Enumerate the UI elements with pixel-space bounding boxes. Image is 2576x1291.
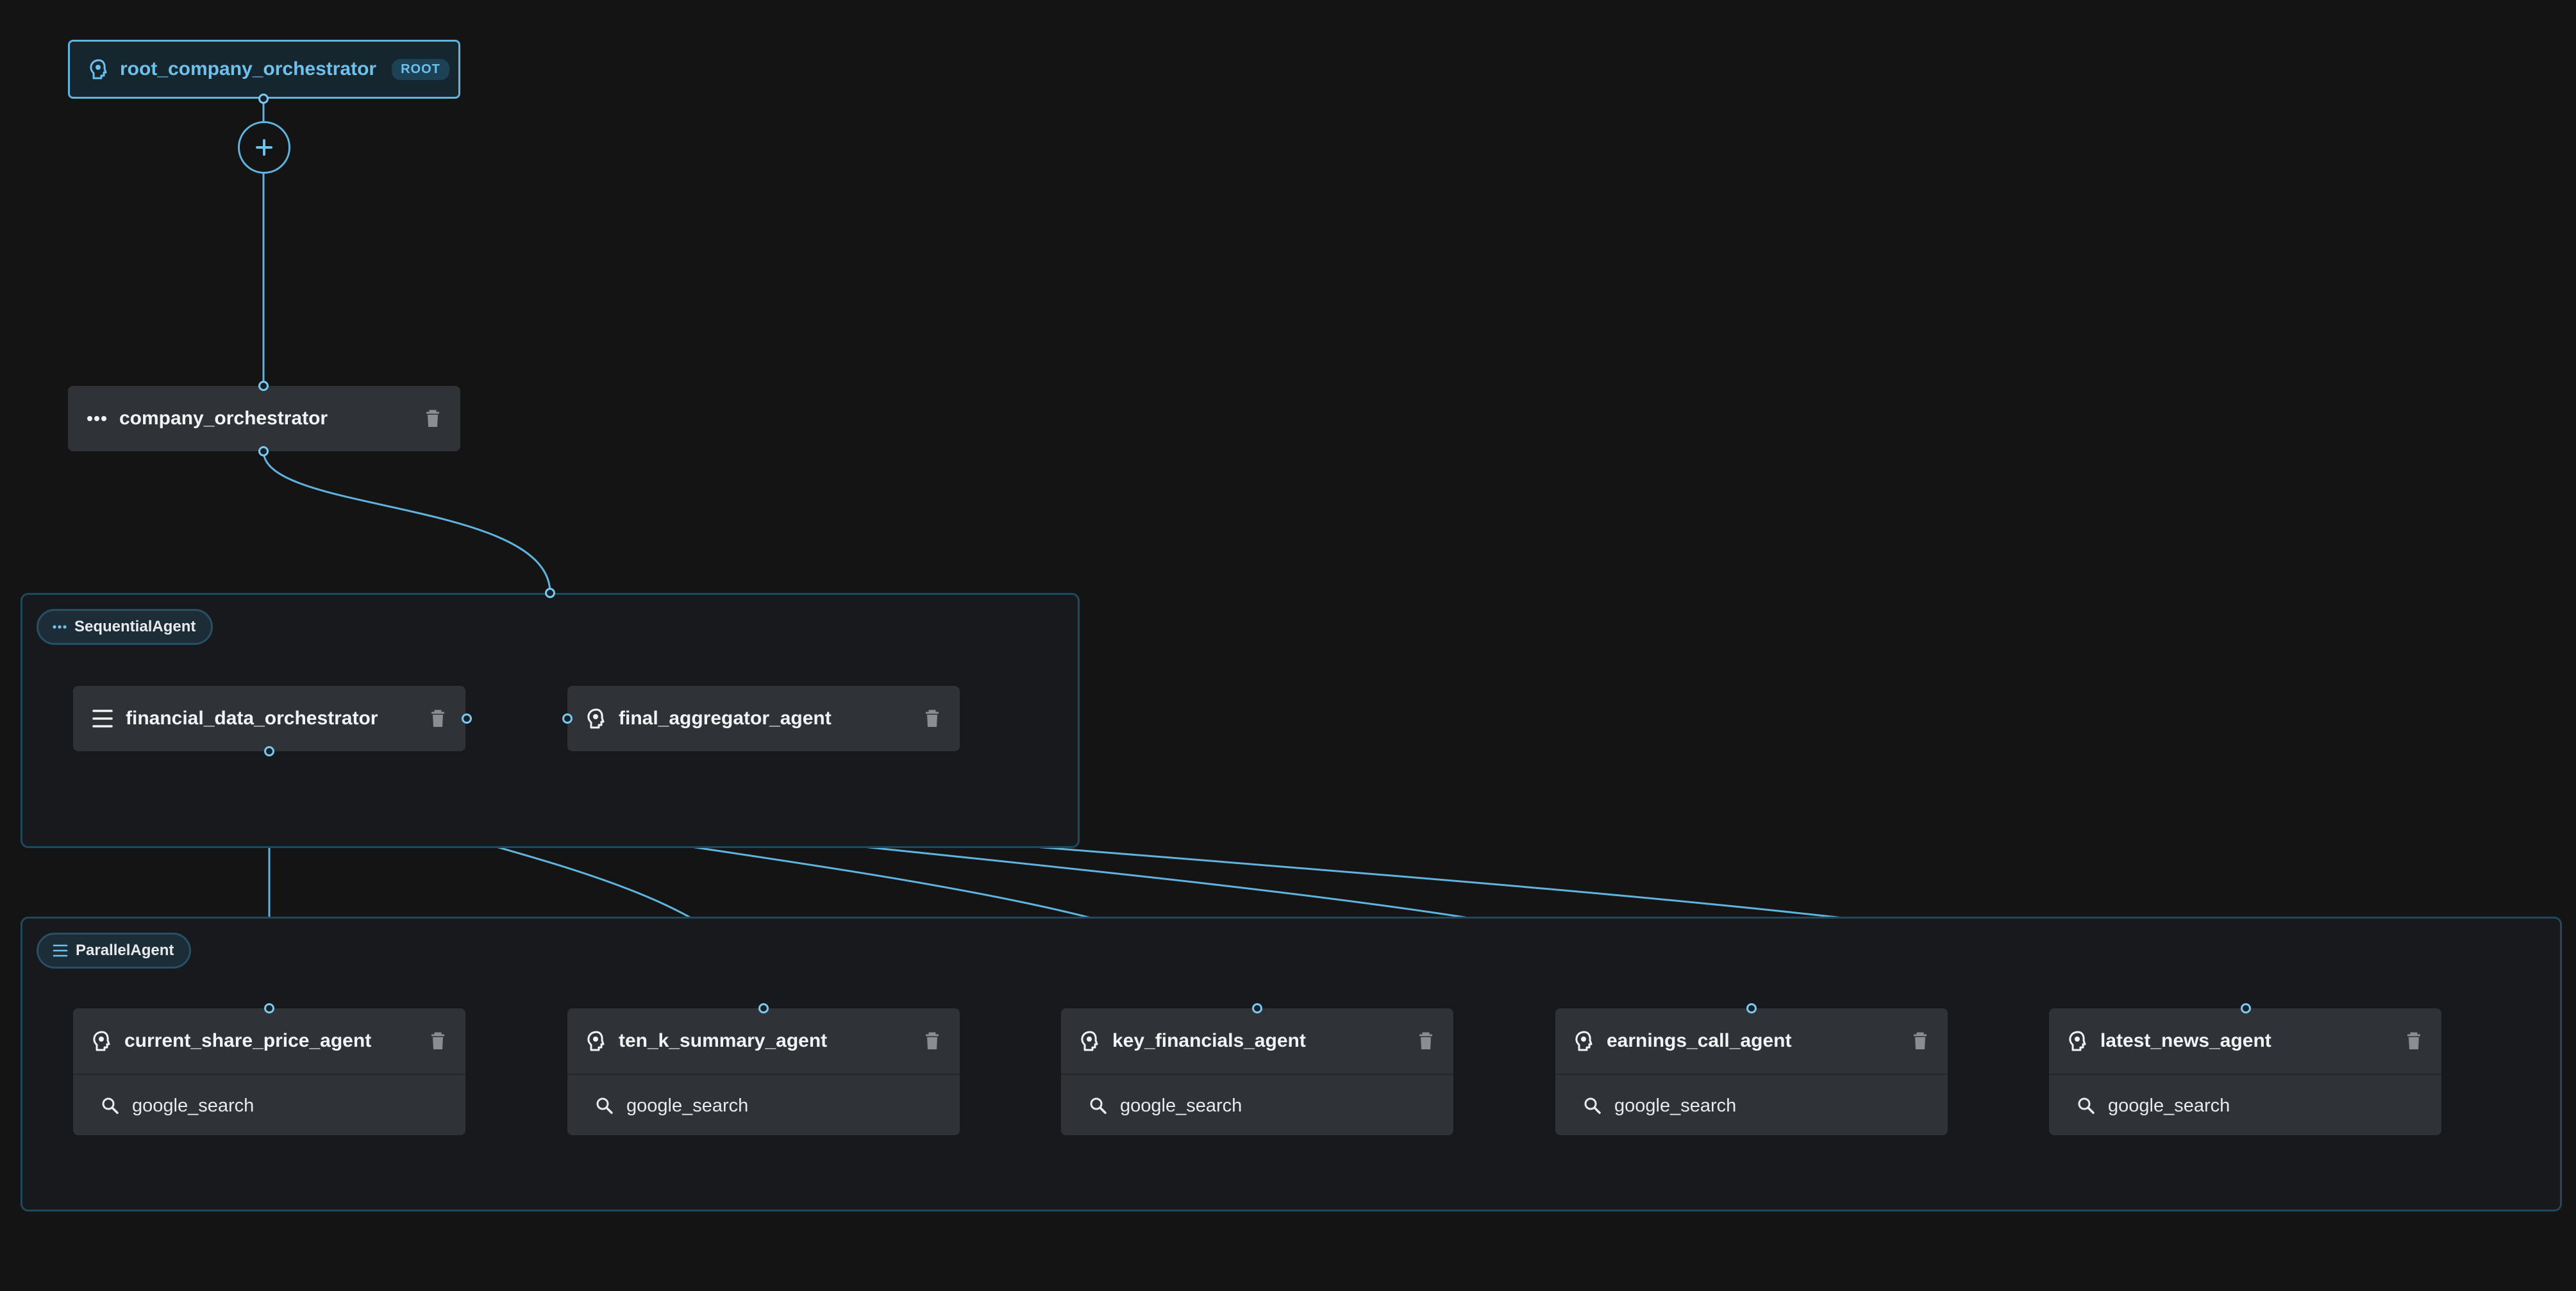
- search-icon: [1089, 1097, 1107, 1115]
- final-aggregator-agent-node[interactable]: final_aggregator_agent: [567, 686, 960, 751]
- agent-node-header: current_share_price_agent: [73, 1008, 465, 1074]
- root-node[interactable]: root_company_orchestrator ROOT: [68, 40, 460, 99]
- tool-name: google_search: [626, 1095, 749, 1116]
- agent-node-header: earnings_call_agent: [1555, 1008, 1948, 1074]
- financial-data-orchestrator-title: financial_data_orchestrator: [126, 708, 378, 729]
- root-badge: ROOT: [392, 58, 449, 80]
- company-orchestrator-title: company_orchestrator: [119, 408, 328, 429]
- latest-news-agent-node[interactable]: latest_news_agent google_search: [2049, 1008, 2441, 1135]
- company-orchestrator-header: company_orchestrator: [68, 386, 460, 451]
- trash-icon[interactable]: [2404, 1030, 2423, 1052]
- tool-name: google_search: [2108, 1095, 2230, 1116]
- final-aggregator-agent-title: final_aggregator_agent: [619, 708, 832, 729]
- tool-row[interactable]: google_search: [1555, 1074, 1948, 1137]
- financial-data-orchestrator-next-handle[interactable]: [462, 713, 472, 724]
- trash-icon[interactable]: [428, 1030, 447, 1052]
- tool-name: google_search: [132, 1095, 255, 1116]
- parallel-list-icon: [92, 708, 113, 729]
- tool-row[interactable]: google_search: [2049, 1074, 2441, 1137]
- trash-icon[interactable]: [428, 708, 447, 729]
- agent-icon: [587, 1031, 606, 1051]
- tool-row[interactable]: google_search: [567, 1074, 960, 1137]
- financial-data-orchestrator-output-handle[interactable]: [264, 746, 274, 756]
- add-agent-button[interactable]: [238, 121, 290, 174]
- sequential-dots-icon: [87, 415, 106, 422]
- current-share-price-agent-node[interactable]: current_share_price_agent google_search: [73, 1008, 465, 1135]
- earnings-call-agent-node[interactable]: earnings_call_agent google_search: [1555, 1008, 1948, 1135]
- agent-icon: [92, 1031, 112, 1051]
- final-aggregator-agent-header: final_aggregator_agent: [567, 686, 960, 751]
- trash-icon[interactable]: [923, 1030, 942, 1052]
- agent-node-header: key_financials_agent: [1061, 1008, 1453, 1074]
- tool-name: google_search: [1120, 1095, 1242, 1116]
- parallel-list-icon: [53, 943, 68, 958]
- trash-icon[interactable]: [1911, 1030, 1930, 1052]
- financial-data-orchestrator-header: financial_data_orchestrator: [73, 686, 465, 751]
- agent-node-header: ten_k_summary_agent: [567, 1008, 960, 1074]
- agent-node-title: earnings_call_agent: [1607, 1030, 1792, 1051]
- earnings-call-agent-input-handle[interactable]: [1746, 1003, 1757, 1013]
- sequential-agent-label: SequentialAgent: [37, 609, 213, 645]
- tool-name: google_search: [1614, 1095, 1737, 1116]
- sequential-agent-label-text: SequentialAgent: [74, 618, 196, 635]
- key-financials-agent-node[interactable]: key_financials_agent google_search: [1061, 1008, 1453, 1135]
- trash-icon[interactable]: [923, 708, 942, 729]
- parallel-agent-label: ParallelAgent: [37, 933, 192, 969]
- company-orchestrator-node[interactable]: company_orchestrator: [68, 386, 460, 451]
- company-orchestrator-input-handle[interactable]: [258, 381, 269, 391]
- trash-icon[interactable]: [423, 408, 442, 429]
- sequential-group-input-handle[interactable]: [545, 588, 555, 598]
- final-aggregator-agent-input-handle[interactable]: [562, 713, 573, 724]
- trash-icon[interactable]: [1416, 1030, 1435, 1052]
- agent-icon: [2068, 1031, 2087, 1051]
- agent-node-header: latest_news_agent: [2049, 1008, 2441, 1074]
- key-financials-agent-input-handle[interactable]: [1252, 1003, 1262, 1013]
- agent-node-title: current_share_price_agent: [124, 1030, 372, 1051]
- agent-icon: [587, 708, 606, 729]
- edge-company-to-sequential: [262, 451, 551, 594]
- root-node-title: root_company_orchestrator: [120, 58, 377, 79]
- agent-icon: [89, 59, 108, 79]
- financial-data-orchestrator-node[interactable]: financial_data_orchestrator: [73, 686, 465, 751]
- tool-row[interactable]: google_search: [73, 1074, 465, 1137]
- search-icon: [2077, 1097, 2095, 1115]
- latest-news-agent-input-handle[interactable]: [2241, 1003, 2251, 1013]
- root-output-handle[interactable]: [258, 94, 269, 104]
- parallel-agent-label-text: ParallelAgent: [76, 942, 174, 959]
- agent-icon: [1080, 1031, 1100, 1051]
- agent-icon: [1575, 1031, 1594, 1051]
- ten-k-summary-agent-node[interactable]: ten_k_summary_agent google_search: [567, 1008, 960, 1135]
- agent-node-title: key_financials_agent: [1112, 1030, 1306, 1051]
- company-orchestrator-output-handle[interactable]: [258, 446, 269, 456]
- sequential-dots-icon: [53, 624, 67, 629]
- search-icon: [1584, 1097, 1602, 1115]
- current-share-price-agent-input-handle[interactable]: [264, 1003, 274, 1013]
- search-icon: [596, 1097, 614, 1115]
- agent-node-title: latest_news_agent: [2100, 1030, 2271, 1051]
- tool-row[interactable]: google_search: [1061, 1074, 1453, 1137]
- search-icon: [101, 1097, 119, 1115]
- plus-icon: [255, 138, 274, 157]
- agent-node-title: ten_k_summary_agent: [619, 1030, 828, 1051]
- ten-k-summary-agent-input-handle[interactable]: [758, 1003, 769, 1013]
